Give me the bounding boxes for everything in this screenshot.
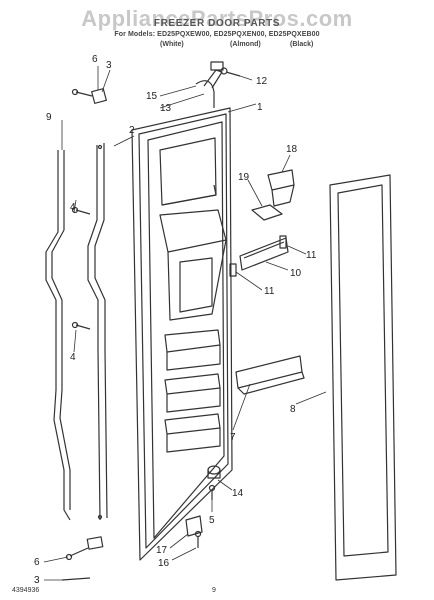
part-3-6-bottom-bracket	[61, 536, 104, 581]
part-12-screw	[220, 67, 241, 77]
color-label-white: (White)	[160, 41, 184, 48]
diagram-title: FREEZER DOOR PARTS	[153, 18, 281, 29]
callout-4-lower: 4	[70, 352, 76, 363]
part-4-screws	[71, 206, 91, 330]
callout-5: 5	[209, 515, 215, 526]
leader-lines	[43, 66, 327, 581]
part-13-15-wire-harness	[195, 61, 224, 108]
callout-3-top: 3	[106, 60, 112, 71]
part-18-dispenser-chute	[267, 169, 295, 207]
part-1-freezer-door	[131, 107, 233, 561]
part-11-end-caps	[229, 235, 287, 277]
callout-19: 19	[238, 172, 250, 183]
part-8-door-gasket	[329, 174, 397, 581]
callout-6-bottom: 6	[34, 557, 40, 568]
callout-9: 9	[46, 112, 52, 123]
color-label-almond: (Almond)	[230, 41, 261, 48]
part-3-6-top-bracket	[71, 88, 107, 104]
callout-11-upper: 11	[306, 250, 317, 261]
doc-number: 4394936	[12, 587, 40, 594]
callout-6-top: 6	[92, 54, 98, 65]
part-19-chute-seal	[251, 204, 283, 221]
callout-12: 12	[256, 76, 268, 87]
part-16-screw	[194, 530, 202, 548]
callout-14: 14	[232, 488, 244, 499]
part-7-door-bin	[235, 355, 305, 395]
callout-8: 8	[290, 404, 296, 415]
part-2-trim-strip	[87, 143, 108, 521]
part-17-hinge-bracket	[185, 515, 203, 537]
callout-10: 10	[290, 268, 302, 279]
part-14-hinge-bushing	[207, 465, 221, 479]
callout-2: 2	[129, 125, 135, 136]
part-9-gasket-strip	[45, 150, 71, 521]
callout-7: 7	[230, 432, 236, 443]
callout-15: 15	[146, 91, 158, 102]
part-5-screw	[208, 484, 216, 500]
callout-13: 13	[160, 103, 172, 114]
callout-3-bottom: 3	[34, 575, 40, 586]
callout-1: 1	[257, 102, 263, 113]
part-10-dispenser-trim	[239, 237, 289, 271]
color-labels: (White) (Almond) (Black)	[0, 41, 434, 51]
callout-16: 16	[158, 558, 170, 569]
model-numbers: For Models: ED25PQXEW00, ED25PQXEN00, ED…	[114, 31, 320, 38]
callout-18: 18	[286, 144, 298, 155]
callout-11-lower: 11	[264, 286, 275, 297]
callout-4-upper: 4	[70, 202, 76, 213]
color-label-black: (Black)	[290, 41, 314, 48]
page-number: 9	[212, 587, 216, 594]
callout-17: 17	[156, 545, 168, 556]
watermark-text: AppliancePartsPros.com	[81, 6, 353, 31]
